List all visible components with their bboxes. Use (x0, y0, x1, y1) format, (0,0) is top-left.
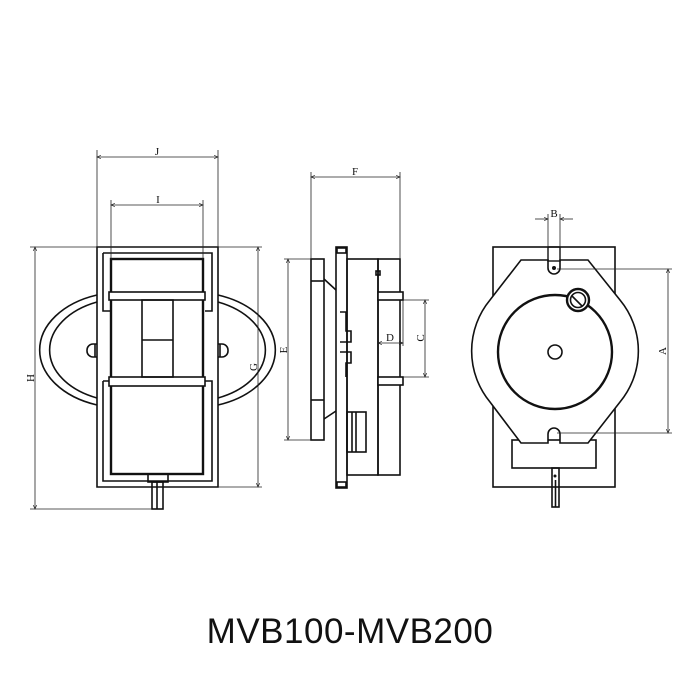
lower-bracket (511, 439, 597, 469)
dim-label-b: B (550, 208, 557, 220)
center-block (141, 299, 174, 378)
lower-lug (377, 376, 404, 386)
dim-label-i: I (156, 194, 160, 206)
dim-label-f: F (352, 166, 358, 178)
top-slot (547, 246, 561, 262)
dim-label-e: E (278, 346, 290, 353)
upper-lug (377, 291, 404, 301)
dim-label-j: J (155, 146, 160, 158)
small-port (375, 270, 381, 276)
housing-inner (102, 252, 213, 482)
upper-band (108, 291, 206, 301)
rear-view: B A (470, 208, 672, 508)
back-plate (310, 258, 325, 441)
rear-section (377, 258, 401, 476)
dim-label-c: C (415, 334, 427, 341)
housing-outer (96, 246, 219, 488)
lower-band (108, 376, 206, 387)
mounting-arcs (38, 294, 277, 406)
dim-label-g: G (248, 363, 260, 371)
front-view: J I H G (25, 146, 277, 510)
model-title: MVB100-MVB200 (206, 612, 494, 651)
top-hole (552, 266, 556, 270)
center-hole (547, 344, 563, 360)
main-disc (496, 293, 614, 411)
dim-label-d: D (386, 332, 394, 344)
side-view: F E D C (278, 166, 429, 489)
dim-label-a: A (657, 347, 669, 355)
hub (340, 311, 352, 377)
mounting-plate (470, 259, 640, 444)
chamfers (323, 278, 337, 420)
dim-label-h: H (25, 374, 37, 382)
eccentric-ring-inner (569, 291, 587, 309)
